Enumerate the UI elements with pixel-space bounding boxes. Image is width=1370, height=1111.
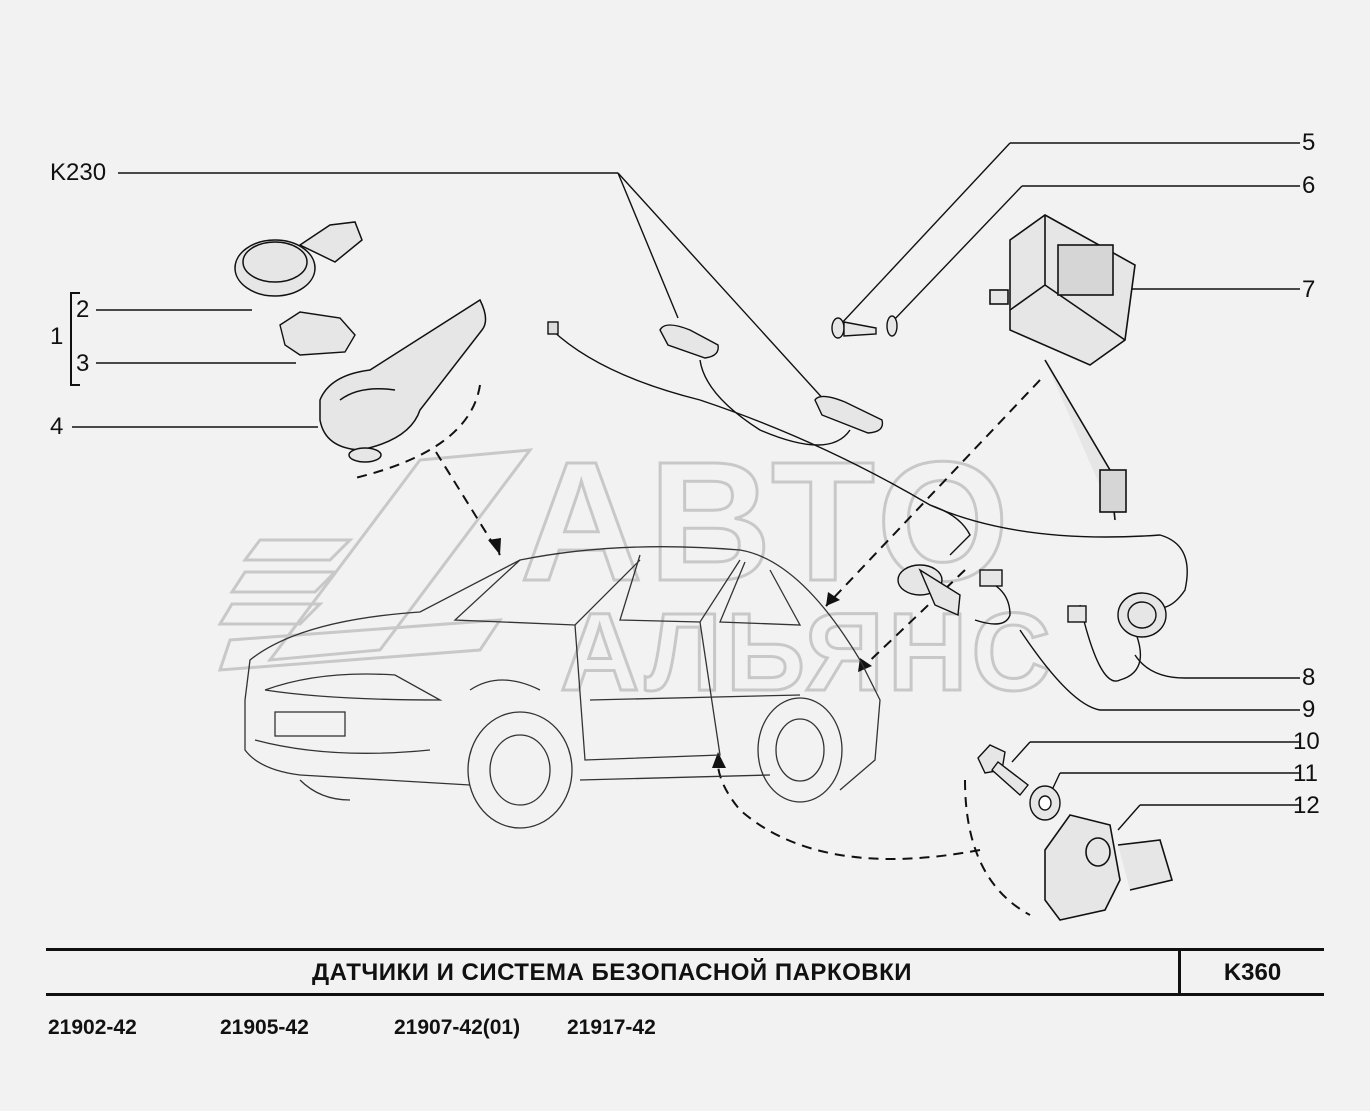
callout-6: 6 xyxy=(1302,172,1316,199)
callout-k230: K230 xyxy=(50,159,107,186)
part-4-holder xyxy=(319,298,487,463)
part-6-washer xyxy=(886,315,898,337)
callout-8: 8 xyxy=(1302,664,1316,691)
model-code: 21905-42 xyxy=(220,1016,309,1039)
part-7-control-unit xyxy=(989,214,1136,521)
part-12-sensor xyxy=(1044,814,1174,921)
model-code: 21907-42(01) xyxy=(394,1016,521,1039)
arrow-heads xyxy=(488,538,872,768)
k230-sensors xyxy=(659,324,884,434)
callout-9: 9 xyxy=(1302,696,1316,723)
page-code: K360 xyxy=(1223,959,1282,986)
part-5-screw xyxy=(831,317,877,339)
model-code: 21902-42 xyxy=(48,1016,137,1039)
callout-12: 12 xyxy=(1293,792,1320,819)
callout-2: 2 xyxy=(76,296,90,323)
part-2-sensor xyxy=(234,221,363,297)
title-divider xyxy=(1178,951,1181,993)
wiring-harness xyxy=(547,321,1188,682)
car-illustration xyxy=(244,546,881,829)
callout-7: 7 xyxy=(1302,276,1316,303)
callout-10: 10 xyxy=(1293,728,1320,755)
model-code: 21917-42 xyxy=(567,1016,656,1039)
callout-5: 5 xyxy=(1302,129,1316,156)
part-3-clip xyxy=(279,311,356,356)
bracket-group-1 xyxy=(70,292,80,386)
parts-diagram: АВТО АЛЬЯНС xyxy=(72,142,1300,921)
callout-3: 3 xyxy=(76,350,90,377)
watermark: АВТО АЛЬЯНС xyxy=(217,426,1055,716)
callout-1: 1 xyxy=(50,323,64,350)
part-10-bolt xyxy=(977,744,1029,797)
callout-11: 11 xyxy=(1293,760,1318,787)
part-9-sensor xyxy=(897,564,1003,617)
page-title: ДАТЧИКИ И СИСТЕМА БЕЗОПАСНОЙ ПАРКОВКИ xyxy=(312,959,912,986)
title-block: ДАТЧИКИ И СИСТЕМА БЕЗОПАСНОЙ ПАРКОВКИ K3… xyxy=(46,948,1324,996)
part-8-grommet xyxy=(1067,592,1167,638)
watermark-line2: АЛЬЯНС xyxy=(560,591,1055,714)
guide-arrows xyxy=(354,379,1041,916)
callout-4: 4 xyxy=(50,413,64,440)
leader-lines xyxy=(72,142,1300,831)
part-11-washer xyxy=(1029,785,1061,821)
watermark-logo xyxy=(217,448,534,672)
